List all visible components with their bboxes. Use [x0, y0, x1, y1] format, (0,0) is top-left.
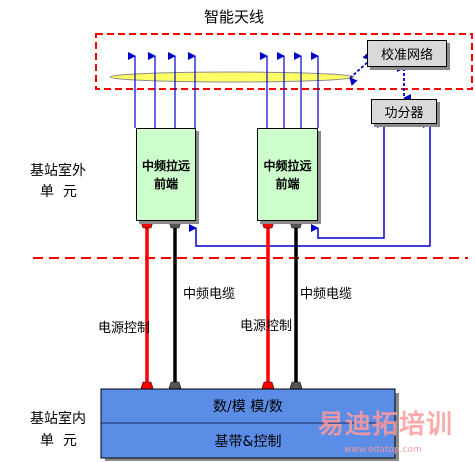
if-cable-label-left: 中频电缆: [183, 287, 236, 302]
calibration-network-label: 校准网络: [380, 48, 433, 63]
power-splitter-label: 功分器: [384, 106, 424, 121]
da-ad-label: 数/模 模/数: [213, 399, 283, 415]
rf-front-end-left: 中频拉远 前端: [136, 128, 196, 221]
power-control-label-left: 电源控制: [98, 321, 151, 336]
outdoor-unit-line1: 基站室外: [30, 163, 86, 179]
rf-front-end-right-line2: 前端: [275, 176, 300, 191]
indoor-unit-line2: 单 元: [40, 433, 77, 449]
rf-front-end-left-line1: 中频拉远: [141, 158, 190, 173]
power-splitter-box: 功分器: [371, 99, 437, 124]
splitter-feed-lines: [189, 120, 431, 247]
watermark: 易迪拓培训 www.edatop.com: [318, 412, 468, 460]
rf-front-end-left-line2: 前端: [153, 176, 178, 191]
rf-front-end-right: 中频拉远 前端: [257, 128, 318, 221]
cables: [145, 225, 298, 385]
power-control-label-right: 电源控制: [240, 319, 293, 334]
right-feed-lines: [260, 52, 319, 128]
rf-front-end-right-line1: 中频拉远: [263, 158, 312, 173]
indoor-unit-line1: 基站室内: [30, 411, 86, 427]
calibration-network-box: 校准网络: [367, 40, 447, 67]
outdoor-unit-line2: 单 元: [40, 184, 77, 200]
baseband-control-label: 基带&控制: [214, 434, 282, 450]
left-feed-lines: [128, 52, 196, 128]
watermark-url: www.edatop.com: [344, 445, 422, 455]
watermark-text: 易迪拓培训: [318, 410, 454, 440]
antenna-calibration-link: [349, 52, 371, 86]
diagram-title: 智能天线: [204, 8, 265, 26]
if-cable-label-right: 中频电缆: [300, 287, 353, 302]
